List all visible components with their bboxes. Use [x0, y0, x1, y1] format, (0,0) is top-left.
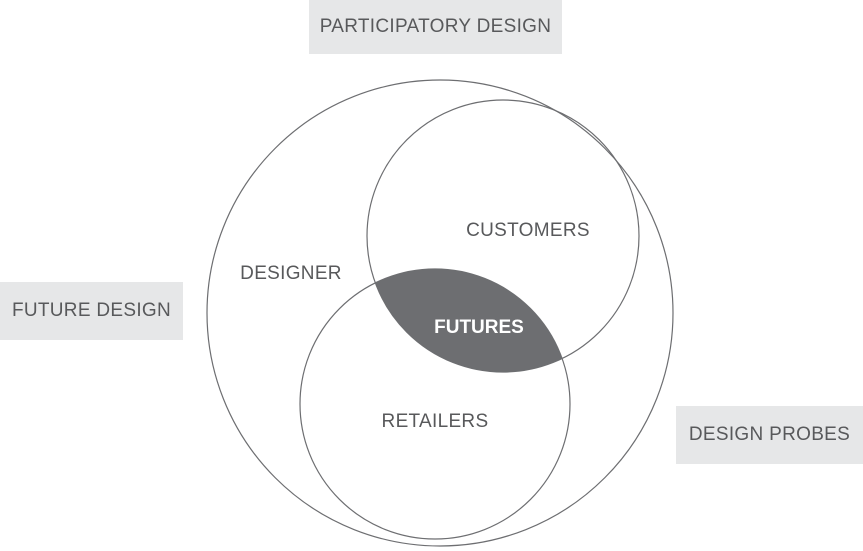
retailers-circle — [299, 268, 571, 540]
customers-label: CUSTOMERS — [466, 220, 590, 241]
participatory-design-tag: PARTICIPATORY DESIGN — [309, 0, 562, 54]
retailers-label: RETAILERS — [382, 411, 489, 432]
customers-circle — [366, 99, 640, 373]
designer-label: DESIGNER — [240, 263, 342, 284]
designer-circle — [206, 79, 674, 547]
design-probes-tag: DESIGN PROBES — [676, 406, 863, 464]
futures-intersection — [367, 269, 570, 372]
futures-label: FUTURES — [434, 317, 524, 338]
future-design-tag: FUTURE DESIGN — [0, 282, 183, 340]
